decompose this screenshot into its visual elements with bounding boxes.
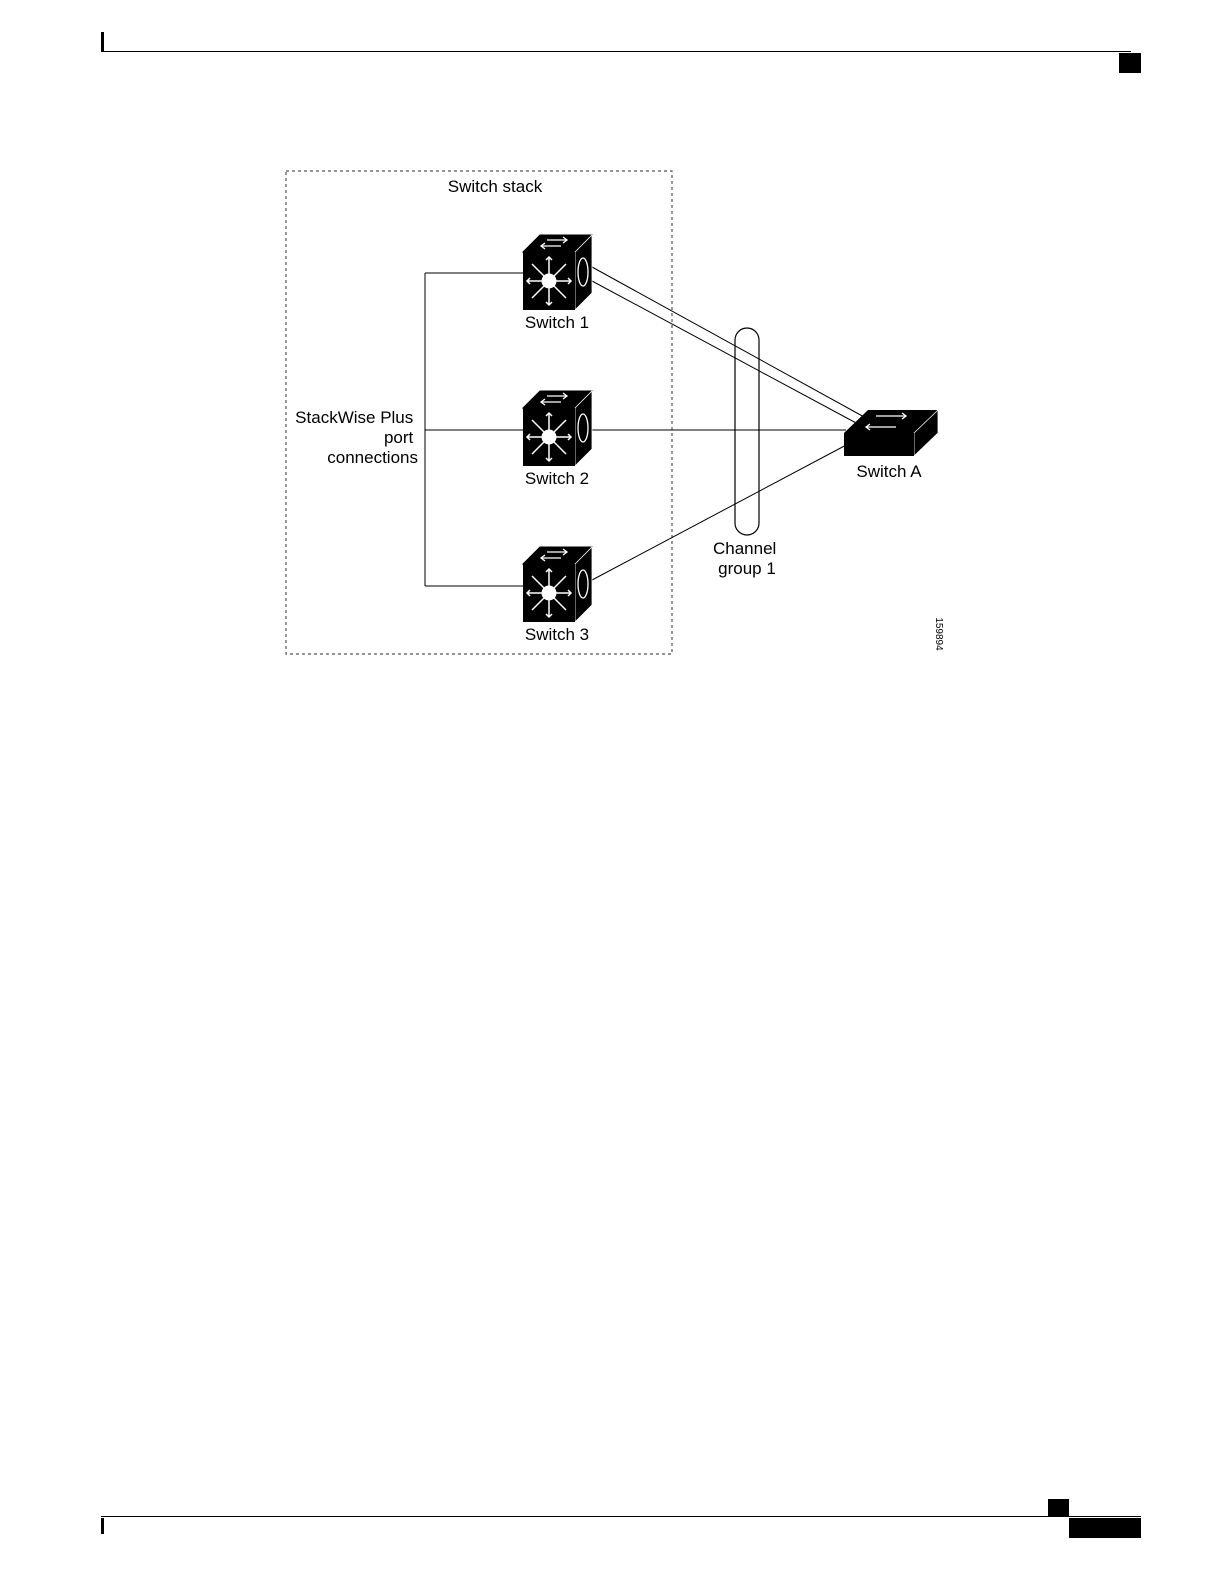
switch-3-icon [523,547,592,622]
switch-3-label: Switch 3 [525,625,589,644]
stackwise-label-line-2: port [384,428,414,447]
switch-2-icon [523,391,592,466]
footer-tick [101,1518,104,1534]
footer-block-large [1069,1518,1141,1538]
stackwise-label: StackWise Plus port connections [295,408,418,467]
stackwise-connection-lines [425,273,524,586]
channel-label-line-2: group 1 [718,559,776,578]
switch-2-label: Switch 2 [525,469,589,488]
switch-a-label: Switch A [856,462,922,481]
switch-1-label: Switch 1 [525,313,589,332]
channel-group-label: Channel group 1 [713,539,781,578]
switch-a-icon [844,410,938,456]
switch-1-icon [523,235,592,310]
channel-label-line-1: Channel [713,539,776,558]
channel-links [592,267,866,580]
figure-number: 159894 [933,617,944,651]
switch-stack-label: Switch stack [448,177,543,196]
stackwise-label-line-3: connections [327,448,418,467]
footer-rule [101,1516,1141,1517]
channel-group-ellipse [735,328,759,535]
footer-block-small [1048,1499,1069,1516]
stackwise-label-line-1: StackWise Plus [295,408,413,427]
